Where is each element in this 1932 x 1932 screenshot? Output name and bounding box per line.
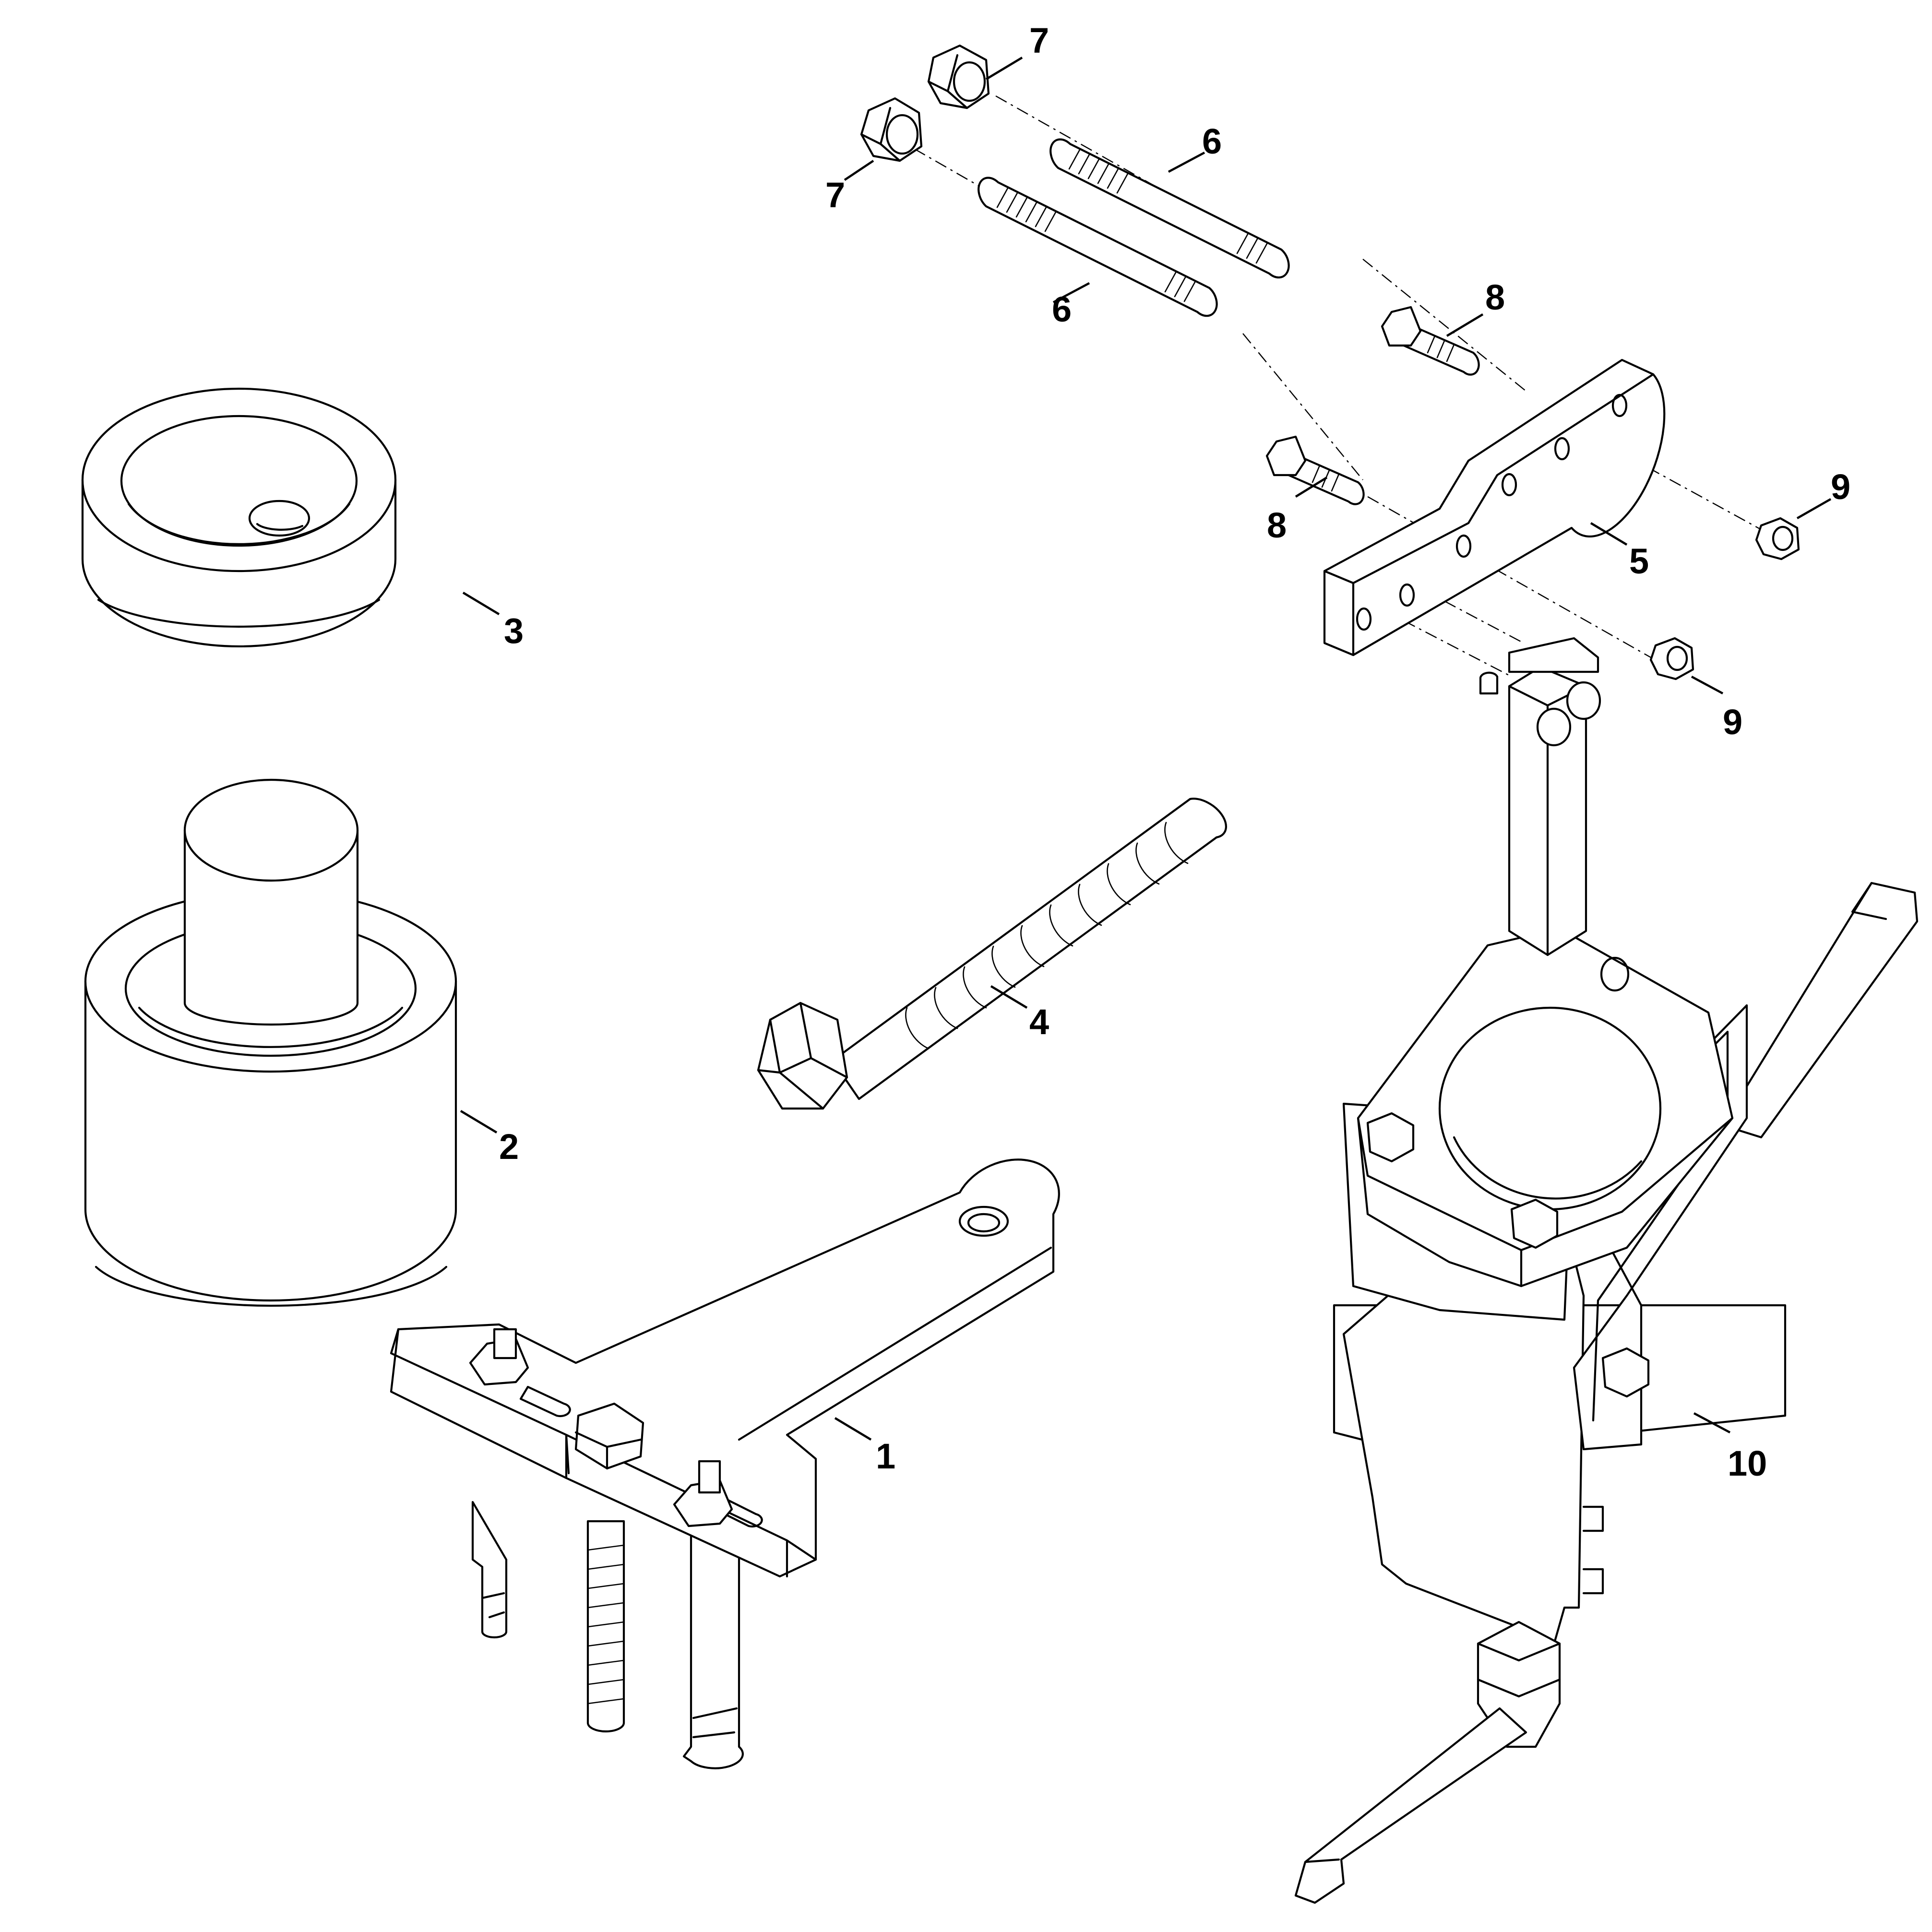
callout-1: 1: [876, 1436, 895, 1476]
part-3-pad: [81, 387, 397, 648]
callout-6a: 6: [1202, 121, 1222, 161]
callout-9b: 9: [1723, 702, 1742, 742]
part-2-sleeve: [84, 778, 457, 1307]
callout-5: 5: [1629, 541, 1649, 581]
callout-4: 4: [1029, 1002, 1049, 1042]
callouts: 1 2 3 4 5 6 6 7 7 8 8 9 9 10: [499, 21, 1850, 1483]
part-10-stand: [1294, 637, 1919, 1904]
part-1-puller: [390, 1158, 1060, 1769]
callout-10: 10: [1728, 1443, 1767, 1483]
part-7-nuts: [860, 44, 990, 162]
callout-8b: 8: [1267, 505, 1287, 545]
leader-lines: [460, 57, 1832, 1441]
part-8-bolts: [1265, 306, 1480, 505]
callout-7b: 7: [825, 175, 845, 215]
part-4-hex-bolt: [757, 798, 1227, 1110]
callout-3: 3: [504, 611, 524, 651]
part-5-plate: [1323, 358, 1666, 656]
callout-6b: 6: [1052, 289, 1072, 329]
callout-9a: 9: [1831, 467, 1850, 507]
part-9-nuts: [1649, 517, 1800, 680]
part-6-studs: [978, 138, 1290, 317]
callout-8a: 8: [1485, 277, 1505, 317]
callout-2: 2: [499, 1127, 519, 1167]
callout-7a: 7: [1029, 21, 1049, 60]
